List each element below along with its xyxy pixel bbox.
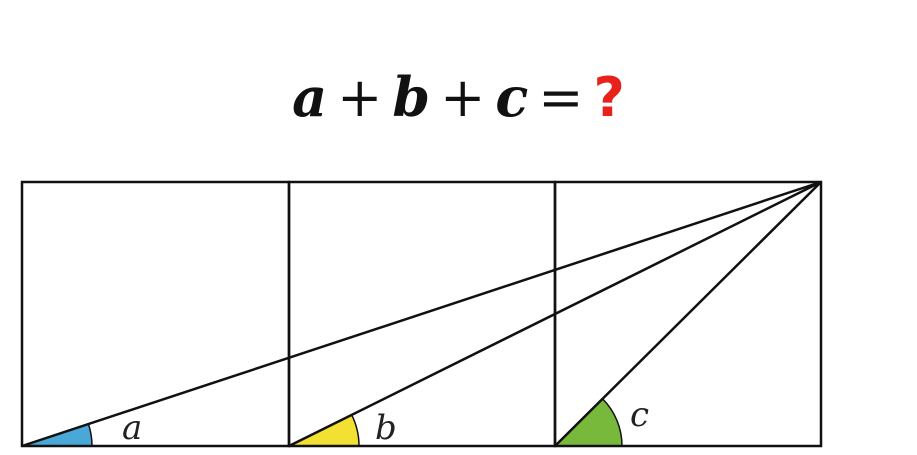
equation-plus-2: + [440,66,486,129]
diagonal-from-square-2 [288,180,822,448]
equation-equals: = [538,66,584,129]
angle-c-label: c [630,395,649,435]
square-1 [20,180,291,448]
angle-a-label: a [122,408,142,448]
equation: a+b+c=? [0,62,917,133]
equation-var-b: b [392,65,431,129]
equation-var-c: c [495,65,529,129]
equation-var-a: a [292,65,328,129]
equation-plus-1: + [337,66,383,129]
angle-b-label: b [375,408,397,448]
diagonal-from-square-3 [554,181,822,447]
equation-unknown-question-mark: ? [593,66,625,129]
angle-c-wedge [553,397,623,447]
diagonal-from-square-1 [21,180,822,448]
